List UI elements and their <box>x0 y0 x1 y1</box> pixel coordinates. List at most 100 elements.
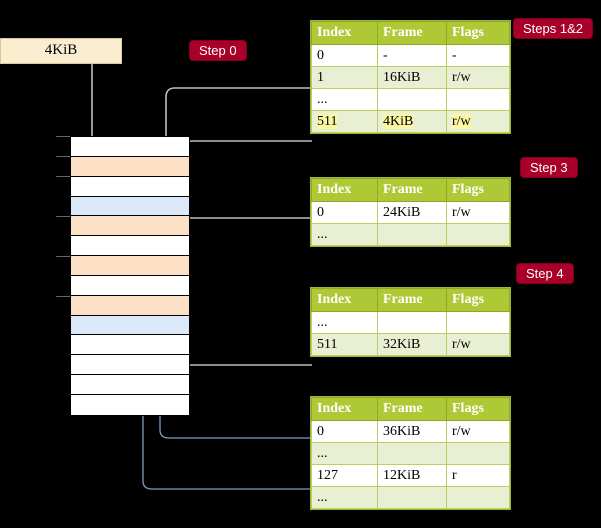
memory-tick <box>56 216 70 217</box>
table-cell: r/w <box>446 110 510 133</box>
memory-frame-cell <box>71 176 189 197</box>
table-cell <box>446 311 510 334</box>
memory-tick <box>56 176 70 177</box>
table-cell: ... <box>311 442 378 465</box>
memory-frame-cell <box>71 295 189 316</box>
wire-pd-32kib <box>177 292 312 366</box>
wire-pdp-24kib <box>174 217 312 268</box>
wire-memory-to-pt-127 <box>142 420 312 490</box>
table-cell: 12KiB <box>377 464 447 487</box>
table-row: ... <box>311 442 510 465</box>
table-cell: 511 <box>311 333 378 356</box>
memory-frame-cell <box>71 137 189 157</box>
table-cell: 0 <box>311 420 378 443</box>
memory-tick <box>56 136 70 137</box>
table-cell: 32KiB <box>377 333 447 356</box>
memory-frame-cell <box>71 236 189 257</box>
virtual-page-label: 4KiB <box>44 42 78 58</box>
table-cell: 1 <box>311 66 378 89</box>
column-header-index: Index <box>311 178 378 202</box>
table-row: ... <box>311 88 510 111</box>
table-row: ... <box>311 486 510 509</box>
table-cell <box>446 223 510 246</box>
table-cell <box>377 223 447 246</box>
table-cell: 36KiB <box>377 420 447 443</box>
table-cell <box>446 486 510 509</box>
table-cell <box>446 88 510 111</box>
column-header-frame: Frame <box>377 21 447 45</box>
table-cell: 24KiB <box>377 201 447 224</box>
table-cell: 16KiB <box>377 66 447 89</box>
table-cell: ... <box>311 88 378 111</box>
column-header-frame: Frame <box>377 288 447 312</box>
badge-step-3: Step 3 <box>521 158 577 177</box>
table-cell: 511 <box>311 110 378 133</box>
table-cell: 0 <box>311 201 378 224</box>
table-cell <box>377 88 447 111</box>
table-cell: r/w <box>446 66 510 89</box>
memory-frame-cell <box>71 196 189 217</box>
table-cell: ... <box>311 223 378 246</box>
wire-memory-to-pt-0 <box>159 420 312 439</box>
table-row: ... <box>311 311 510 334</box>
memory-frame-cell <box>71 375 189 395</box>
column-header-frame: Frame <box>377 397 447 421</box>
column-header-index: Index <box>311 397 378 421</box>
table-cell: 127 <box>311 464 378 487</box>
memory-frame-cell <box>71 355 189 376</box>
column-header-frame: Frame <box>377 178 447 202</box>
table-cell: r <box>446 464 510 487</box>
table-cell: r/w <box>446 420 510 443</box>
table-row: 0-- <box>311 44 510 67</box>
column-header-index: Index <box>311 21 378 45</box>
table-cell <box>377 442 447 465</box>
column-header-flags: Flags <box>446 21 510 45</box>
memory-tick <box>56 296 70 297</box>
table-row: ... <box>311 223 510 246</box>
virtual-page-box: 4KiB <box>0 38 122 64</box>
memory-frame-cell <box>71 315 189 336</box>
memory-frame-cell <box>71 216 189 237</box>
wire-pml4-4kib <box>172 140 312 164</box>
table-cell <box>377 311 447 334</box>
table-cell <box>446 442 510 465</box>
table-cell: - <box>377 44 447 67</box>
table-cell: 0 <box>311 44 378 67</box>
physical-memory-column <box>70 136 190 416</box>
badge-step-4: Step 4 <box>517 264 573 283</box>
table-cell: ... <box>311 486 378 509</box>
memory-tick <box>56 156 70 157</box>
memory-frame-cell <box>71 394 189 415</box>
badge-steps-1-2: Steps 1&2 <box>514 19 592 38</box>
table-cell: 4KiB <box>377 110 447 133</box>
column-header-flags: Flags <box>446 397 510 421</box>
table-cell: r/w <box>446 333 510 356</box>
table-cell: - <box>446 44 510 67</box>
column-header-index: Index <box>311 288 378 312</box>
memory-frame-cell <box>71 335 189 356</box>
memory-tick <box>56 256 70 257</box>
table-cell: r/w <box>446 201 510 224</box>
memory-frame-cell <box>71 156 189 177</box>
table-cell: ... <box>311 311 378 334</box>
badge-step-0: Step 0 <box>190 41 246 60</box>
column-header-flags: Flags <box>446 288 510 312</box>
column-header-flags: Flags <box>446 178 510 202</box>
table-cell <box>377 486 447 509</box>
memory-frame-cell <box>71 256 189 276</box>
memory-frame-cell <box>71 275 189 296</box>
